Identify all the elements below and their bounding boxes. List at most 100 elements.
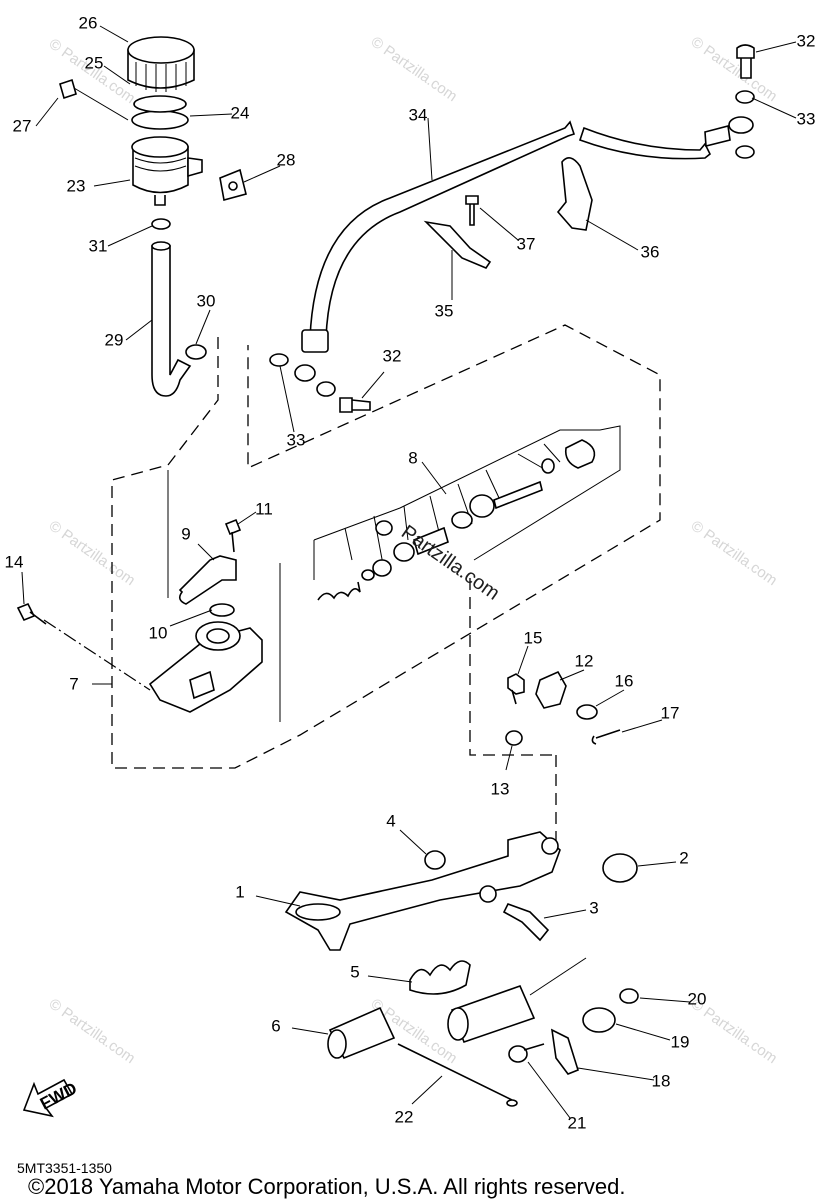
cable-tie-head [506, 1099, 518, 1107]
diaphragm [131, 110, 189, 130]
washer-33 [735, 145, 755, 159]
circlip [541, 458, 555, 474]
leader-lines [21, 25, 797, 1119]
cable-tie-22 [397, 1043, 513, 1101]
brake-hose [269, 44, 797, 433]
bolt-line [43, 619, 151, 691]
cotter-pin-17 [591, 729, 621, 745]
shaft-end [447, 1007, 469, 1041]
assembly-boundaries [43, 324, 661, 845]
piston-body [413, 526, 449, 556]
washer-2 [602, 853, 638, 883]
callout-3: 3 [589, 898, 598, 917]
banjo-left [294, 364, 316, 382]
diaphragm-plate [133, 95, 187, 113]
pedal-pad [295, 903, 341, 921]
screw-11 [224, 518, 242, 553]
washer [375, 520, 393, 536]
cup-2 [451, 511, 473, 529]
watermark: © Partzilla.com [688, 517, 781, 589]
nut-4 [424, 850, 446, 870]
spring [317, 581, 361, 601]
hose-clamp-31 [151, 218, 171, 230]
fwd-arrow: FWD [22, 1079, 80, 1118]
reservoir-ribs [134, 157, 187, 172]
washer-large [469, 494, 495, 518]
cylinder-port-inner [206, 628, 230, 644]
callout-12: 12 [575, 651, 594, 670]
callout-1: 1 [235, 882, 244, 901]
kit-bracket [313, 425, 621, 561]
callout-22: 22 [395, 1107, 414, 1126]
hose-34-left [309, 120, 576, 339]
washer-16 [576, 704, 598, 720]
fitting-right [704, 124, 731, 148]
watermark: © Partzilla.com [46, 517, 139, 589]
copyright-notice: ©2018 Yamaha Motor Corporation, U.S.A. A… [28, 1174, 625, 1199]
callout-4: 4 [386, 811, 395, 830]
washer-33 [316, 381, 336, 397]
hose-34-right [578, 126, 712, 160]
callout-23: 23 [67, 176, 86, 195]
callout-30: 30 [197, 291, 216, 310]
callout-32: 32 [797, 31, 816, 50]
callout-7: 7 [69, 674, 78, 693]
callout-29: 29 [105, 330, 124, 349]
callout-36: 36 [641, 242, 660, 261]
rod-assembly-boundary [469, 578, 555, 756]
collar-20 [619, 988, 639, 1004]
brake-pedal-assembly [284, 831, 639, 1107]
bushing-19 [582, 1007, 616, 1033]
leader-33 [279, 365, 295, 433]
callout-24: 24 [231, 103, 250, 122]
cup [372, 559, 392, 577]
callout-18: 18 [652, 1071, 671, 1090]
reservoir-tab [187, 157, 203, 178]
hose-joint-9 [178, 555, 237, 605]
callout-10: 10 [149, 623, 168, 642]
nut-13 [505, 730, 523, 746]
mount-boss [189, 670, 215, 700]
washer-33 [735, 90, 755, 104]
spring-seat [361, 569, 375, 581]
master-cylinder [16, 518, 263, 713]
push-rod [493, 480, 543, 510]
reservoir-body [132, 146, 189, 194]
piston [393, 542, 415, 562]
callout-28: 28 [277, 150, 296, 169]
watermark-center: Partzilla.com [397, 521, 503, 605]
bolt-shank [523, 1043, 545, 1051]
callout-14: 14 [5, 552, 24, 571]
pin-15 [507, 673, 525, 705]
callout-9: 9 [181, 524, 190, 543]
callout-27: 27 [13, 116, 32, 135]
reservoir-rim [131, 136, 189, 158]
callout-numbers: 1234567891011121314151617181920212223242… [5, 13, 816, 1132]
hose-29 [151, 245, 192, 397]
callout-37: 37 [517, 234, 536, 253]
watermark: © Partzilla.com [368, 33, 461, 105]
reservoir-hose [151, 218, 207, 397]
bolt-21 [508, 1045, 528, 1063]
bolt-shank [73, 87, 129, 121]
callout-2: 2 [679, 848, 688, 867]
bolt-head [59, 78, 77, 100]
callout-8: 8 [408, 448, 417, 467]
union-bolt-32 [339, 397, 371, 413]
callout-16: 16 [615, 671, 634, 690]
boot [564, 439, 596, 469]
spring-5 [409, 960, 471, 995]
pedal-eye [541, 837, 559, 855]
banjo-right [728, 116, 754, 134]
reservoir-assembly [59, 36, 247, 206]
hose-end [151, 241, 171, 251]
clip-30 [185, 344, 207, 360]
brake-pedal-1 [284, 831, 561, 951]
hose-guide-35 [423, 220, 492, 269]
kit-leaders [313, 443, 561, 580]
cap-top [127, 36, 195, 64]
diagram-code: 5MT3351-1350 [17, 1160, 112, 1176]
clevis-parts [505, 670, 621, 746]
callout-13: 13 [491, 779, 510, 798]
